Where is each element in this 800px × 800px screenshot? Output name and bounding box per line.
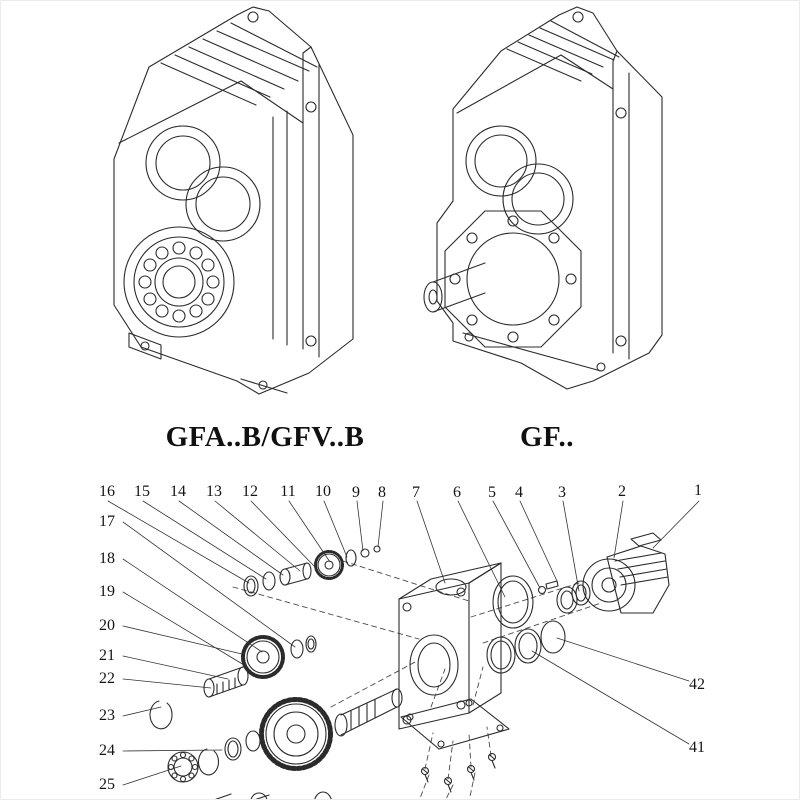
housing <box>398 562 502 730</box>
seal-rings <box>486 620 566 674</box>
callout-15: 15 <box>134 483 150 500</box>
gasket-ring <box>492 575 534 629</box>
callout-18: 18 <box>99 550 115 567</box>
callout-19: 19 <box>99 583 115 600</box>
callout-9: 9 <box>352 484 360 501</box>
callout-1: 1 <box>694 482 702 499</box>
cropped-bottom-parts <box>215 791 332 799</box>
callout-41: 41 <box>689 739 705 756</box>
lifting-hole-icon <box>572 11 584 23</box>
callout-22: 22 <box>99 670 115 687</box>
gearbox-right-drawing <box>423 6 663 390</box>
callout-21: 21 <box>99 647 115 664</box>
pinion-shaft <box>203 666 249 698</box>
output-gear <box>259 697 333 771</box>
callout-5: 5 <box>488 484 496 501</box>
callout-12: 12 <box>242 483 258 500</box>
callout-2: 2 <box>618 483 626 500</box>
intermediate-gear <box>241 635 317 679</box>
callout-20: 20 <box>99 617 115 634</box>
callout-14: 14 <box>170 483 186 500</box>
model-label-gf: GF.. <box>519 421 575 453</box>
exploded-diagram <box>107 500 700 799</box>
hollow-shaft-bearing <box>123 226 235 338</box>
callout-13: 13 <box>206 483 222 500</box>
callout-25: 25 <box>99 776 115 793</box>
callout-6: 6 <box>453 484 461 501</box>
callout-10: 10 <box>315 483 331 500</box>
retaining-ring <box>149 700 173 730</box>
motor <box>582 532 670 614</box>
callout-3: 3 <box>558 484 566 501</box>
model-label-gfab-gfvb: GFA..B/GFV..B <box>165 421 365 453</box>
output-washers <box>224 730 261 761</box>
output-flange <box>423 210 582 348</box>
callout-23: 23 <box>99 707 115 724</box>
snap-ring <box>197 748 219 776</box>
callout-24: 24 <box>99 742 115 759</box>
cover-plate <box>400 698 510 750</box>
callout-8: 8 <box>378 484 386 501</box>
input-small-parts <box>537 580 591 614</box>
output-bearing <box>167 751 199 783</box>
callout-4: 4 <box>515 484 523 501</box>
callout-16: 16 <box>99 483 115 500</box>
callout-42: 42 <box>689 676 705 693</box>
lifting-hole-icon <box>247 11 259 23</box>
callout-7: 7 <box>412 484 420 501</box>
callout-17: 17 <box>99 513 115 530</box>
output-shaft <box>334 688 403 737</box>
leader-lines <box>107 500 700 786</box>
gearbox-left-drawing <box>113 6 354 395</box>
dashed-axis-lines <box>232 560 602 799</box>
input-gear-parts <box>243 545 381 597</box>
screws <box>420 752 497 793</box>
callout-11: 11 <box>280 483 296 500</box>
